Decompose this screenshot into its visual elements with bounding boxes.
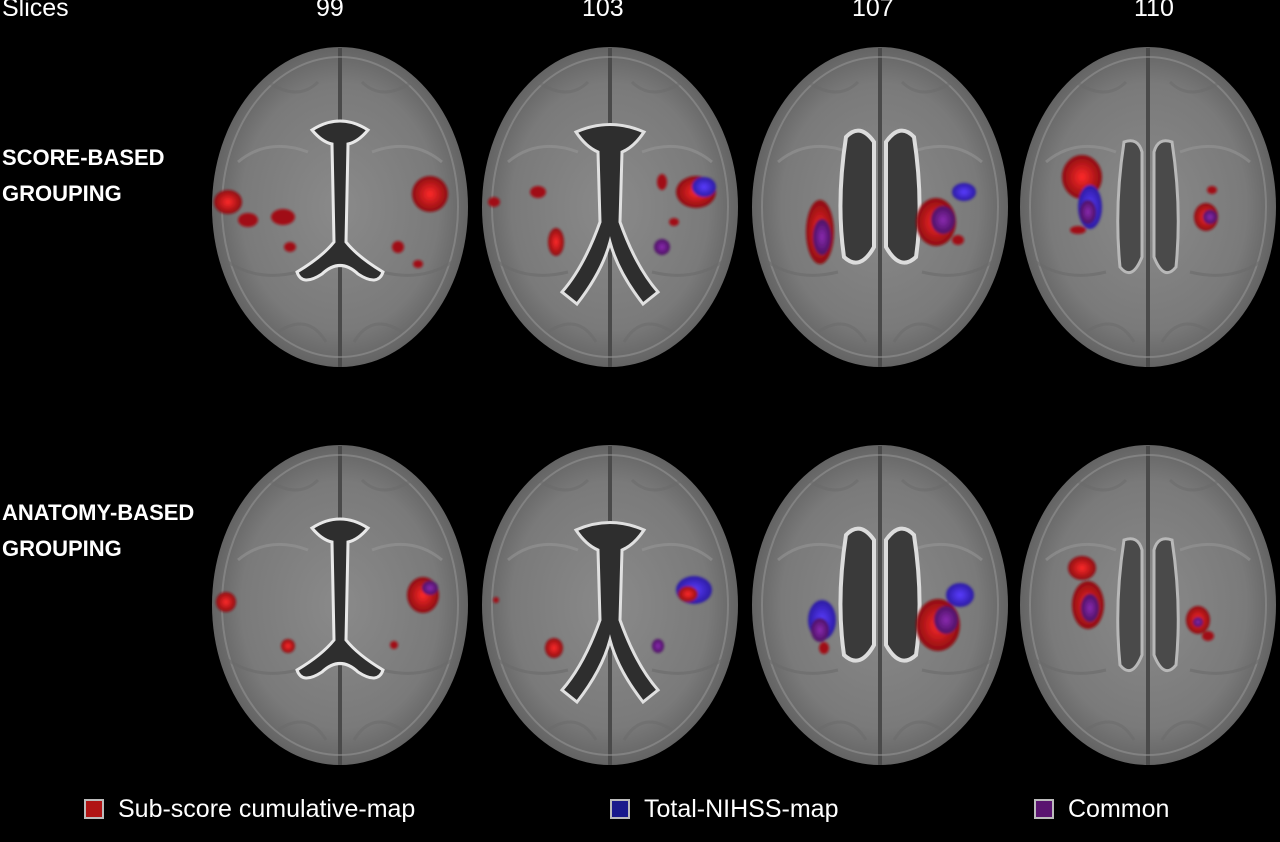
legend-item-sub-score: Sub-score cumulative-map [84, 794, 415, 824]
brain-slice-103-anatomy-based [478, 440, 742, 770]
slice-number-103: 103 [582, 0, 624, 22]
legend-label: Total-NIHSS-map [644, 794, 839, 823]
legend-swatch-red [84, 799, 104, 819]
slice-number-107: 107 [852, 0, 894, 22]
legend-swatch-purple [1034, 799, 1054, 819]
brain-slice-107-score-based [748, 42, 1012, 372]
row-label-anatomy-based: ANATOMY-BASED GROUPING [2, 495, 194, 567]
row-label-line: ANATOMY-BASED [2, 500, 195, 525]
legend-label: Common [1068, 794, 1170, 823]
brain-slice-107-anatomy-based [748, 440, 1012, 770]
slice-number-99: 99 [316, 0, 344, 22]
legend-swatch-blue [610, 799, 630, 819]
brain-slice-99-score-based [208, 42, 472, 372]
brain-slice-110-anatomy-based [1016, 440, 1280, 770]
legend-item-total-nihss: Total-NIHSS-map [610, 794, 839, 824]
brain-slice-103-score-based [478, 42, 742, 372]
slices-label: Slices [2, 0, 69, 22]
row-label-line: GROUPING [2, 181, 122, 206]
row-label-line: SCORE-BASED [2, 145, 165, 170]
row-label-line: GROUPING [2, 536, 122, 561]
row-label-score-based: SCORE-BASED GROUPING [2, 140, 165, 212]
brain-slice-99-anatomy-based [208, 440, 472, 770]
slice-number-110: 110 [1134, 0, 1174, 22]
brain-slice-110-score-based [1016, 42, 1280, 372]
legend-item-common: Common [1034, 794, 1169, 824]
legend-label: Sub-score cumulative-map [118, 794, 416, 823]
